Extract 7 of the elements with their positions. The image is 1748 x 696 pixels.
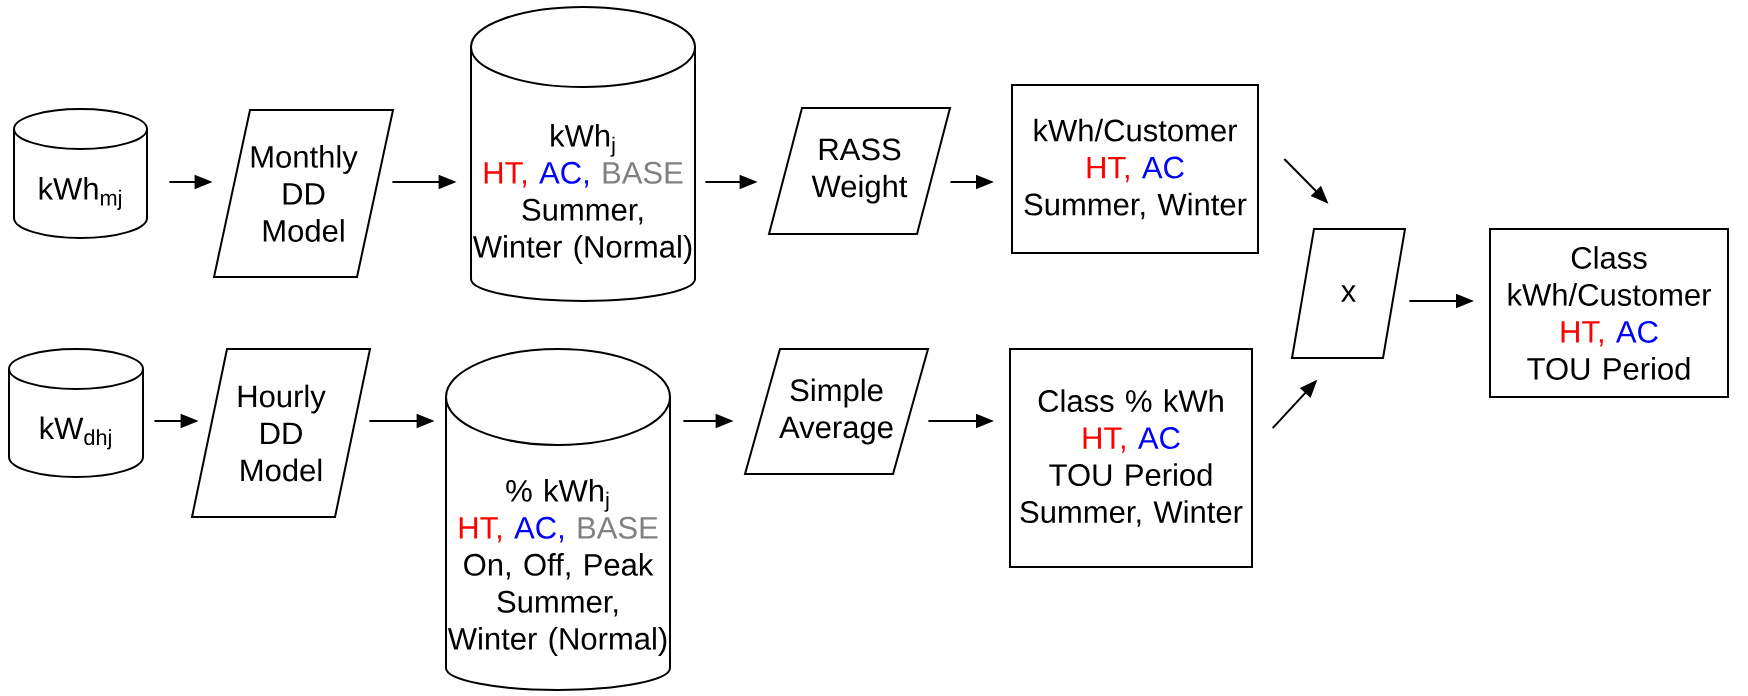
process-box: kWh/Customer HT, AC Summer, Winter — [1011, 84, 1259, 254]
database-cylinder: kWh$_{mj}$ — [13, 108, 148, 239]
database-cylinder: kWh$_{j}$ HT, AC, BASE Summer, Winter (Normal) — [470, 6, 696, 302]
database-cylinder: kW$_{dhj}$ — [8, 348, 144, 478]
database-cylinder: % kWh$_{j}$ HT, AC, BASE On, Off, Peak Summer, Winter (Normal) — [445, 348, 671, 691]
process-box: Class % kWh HT, AC TOU Period Summer, Winter — [1009, 348, 1253, 568]
process-box: Class kWh/Customer HT, AC TOU Period — [1489, 228, 1729, 398]
